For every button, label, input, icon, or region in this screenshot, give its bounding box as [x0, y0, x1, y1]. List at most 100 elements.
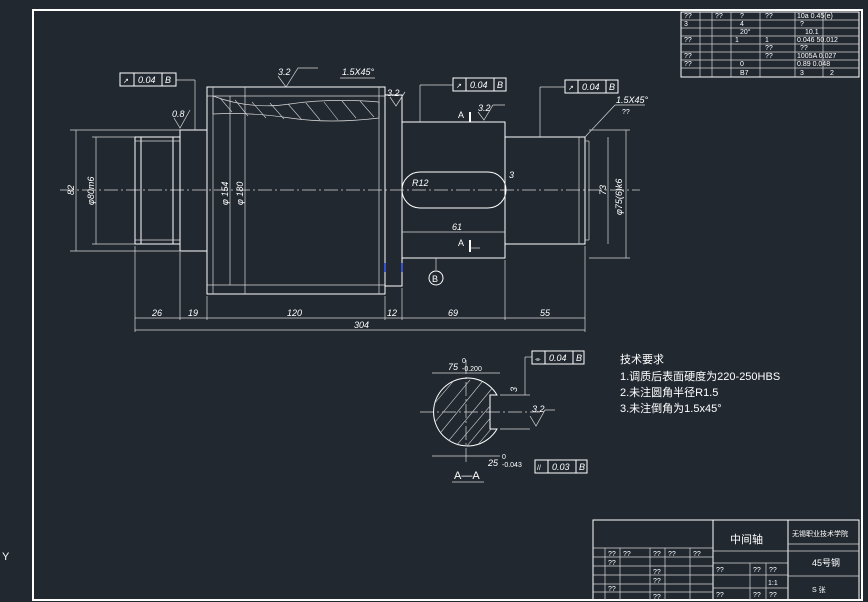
- svg-text:??: ??: [769, 592, 777, 599]
- svg-text:??: ??: [653, 594, 661, 601]
- svg-text:??: ??: [608, 560, 616, 567]
- dim-phi80: φ80m6: [86, 177, 96, 205]
- dim-73: 73: [598, 185, 608, 195]
- section-a-a-view: [420, 360, 540, 465]
- dim-26: 26: [151, 308, 162, 318]
- section-dim-75-tol-low: -0.200: [462, 366, 482, 373]
- section-dim-3: 3: [509, 387, 519, 392]
- dim-82: 82: [66, 185, 76, 195]
- param-cell: 3: [800, 70, 804, 77]
- dim-304: 304: [354, 320, 369, 330]
- svg-text:??: ??: [753, 567, 761, 574]
- svg-text:↗: ↗: [123, 78, 129, 85]
- param-cell: 0.89 0.048: [797, 61, 830, 68]
- drawing-border: [32, 9, 863, 601]
- svg-text:??: ??: [769, 567, 777, 574]
- dim-phi154: φ 154: [220, 182, 230, 205]
- dim-19: 19: [188, 308, 198, 318]
- svg-text:0.04: 0.04: [582, 82, 600, 92]
- svg-text:??: ??: [653, 569, 661, 576]
- svg-text:??: ??: [716, 567, 724, 574]
- roughness-left-journal: 0.8: [172, 109, 185, 119]
- param-cell: ??: [765, 45, 773, 52]
- svg-text:⌯: ⌯: [535, 356, 541, 363]
- tolerance-frame-symmetry: ⌯ 0.04 B: [524, 350, 585, 395]
- param-cell: 1: [765, 37, 769, 44]
- svg-text:0.03: 0.03: [552, 462, 570, 472]
- dim-phi75: φ75(6)k6: [614, 179, 624, 215]
- svg-text:??: ??: [693, 551, 701, 558]
- param-cell: 1005A 0.027: [797, 53, 836, 60]
- svg-text:0.04: 0.04: [549, 353, 567, 363]
- param-cell: ??: [800, 45, 808, 52]
- param-cell: ??: [765, 13, 773, 20]
- svg-text:??: ??: [753, 592, 761, 599]
- roughness-collar: 3.2: [387, 88, 400, 98]
- param-cell: ??: [684, 53, 692, 60]
- param-cell: ??: [684, 13, 692, 20]
- dim-keyway-depth: 3: [509, 170, 514, 180]
- svg-text://: //: [537, 465, 541, 472]
- dim-120: 120: [287, 308, 302, 318]
- svg-text:B: B: [609, 82, 615, 92]
- param-cell: 0.046 50.012: [797, 37, 838, 44]
- notes-line-3: 3.未注倒角为1.5x45°: [620, 401, 722, 415]
- section-dim-25-tol-low: -0.043: [502, 462, 522, 469]
- param-cell: ?: [800, 21, 804, 28]
- dim-r12: R12: [412, 178, 429, 188]
- svg-text:0.04: 0.04: [138, 75, 156, 85]
- svg-text:??: ??: [716, 592, 724, 599]
- section-a-top: A: [458, 110, 464, 120]
- svg-text:??: ??: [623, 551, 631, 558]
- roughness-body: 3.2: [278, 67, 291, 77]
- roughness-section: 3.2: [532, 404, 545, 414]
- param-cell: 3: [684, 21, 688, 28]
- tolerance-frame-parallel: // 0.03 B: [534, 459, 588, 474]
- notes-line-2: 2.未注圆角半径R1.5: [620, 385, 718, 399]
- dim-69: 69: [448, 308, 458, 318]
- section-a-bottom: A: [458, 238, 464, 248]
- param-cell: ??: [765, 53, 773, 60]
- part-name: 中间轴: [730, 532, 763, 546]
- section-title: A—A: [454, 470, 480, 482]
- chamfer-note-2: 1.5X45°: [616, 95, 649, 105]
- param-cell: 10.1: [805, 29, 819, 36]
- dim-keyway-61: 61: [452, 222, 462, 232]
- svg-text:↗: ↗: [568, 85, 574, 92]
- chamfer-note-2-sub: ??: [622, 109, 630, 116]
- shaft-main-view: [134, 86, 590, 295]
- svg-text:??: ??: [608, 551, 616, 558]
- svg-text:??: ??: [668, 551, 676, 558]
- param-cell: 2: [830, 70, 834, 77]
- parameter-table: ?? ?? ? ?? 10a 0.45(e) 3 4 ? 20° 10.1 ??…: [680, 11, 860, 78]
- tolerance-frame-right: ↗ 0.04 B: [539, 79, 619, 137]
- datum-b-label: B: [432, 274, 438, 284]
- dim-12: 12: [387, 308, 397, 318]
- keyway-slot: [401, 171, 507, 209]
- material: 45号钢: [812, 557, 840, 568]
- dim-55: 55: [540, 308, 551, 318]
- param-cell: ??: [684, 61, 692, 68]
- param-cell: 4: [740, 21, 744, 28]
- notes-heading: 技术要求: [620, 353, 664, 366]
- param-cell: 0: [740, 61, 744, 68]
- title-block: ?? ?? ?? ?? ?? ?? ?? ?? ?? ?? ?? ?? ?? ?…: [592, 519, 860, 601]
- svg-text:0.04: 0.04: [470, 80, 488, 90]
- chamfer-note-1: 1.5X45°: [342, 67, 375, 77]
- param-cell: ?: [740, 13, 744, 20]
- svg-text:B: B: [579, 462, 585, 472]
- svg-text:B: B: [165, 75, 171, 85]
- section-dim-25-tol-up: 0: [502, 454, 506, 461]
- datum-b-circle: [428, 270, 444, 286]
- svg-text:B: B: [576, 353, 582, 363]
- param-cell: ??: [684, 37, 692, 44]
- length-dimensions: [134, 246, 586, 332]
- section-dim-75: 75: [448, 362, 459, 372]
- school-name: 无锡职业技术学院: [792, 529, 848, 538]
- sheet: S 张: [812, 585, 826, 594]
- tolerance-frame-left: ↗ 0.04 B: [119, 72, 196, 130]
- param-cell: B7: [740, 70, 749, 77]
- ucs-icon: Y: [2, 551, 10, 563]
- notes-line-1: 1.调质后表面硬度为220-250HBS: [620, 369, 780, 383]
